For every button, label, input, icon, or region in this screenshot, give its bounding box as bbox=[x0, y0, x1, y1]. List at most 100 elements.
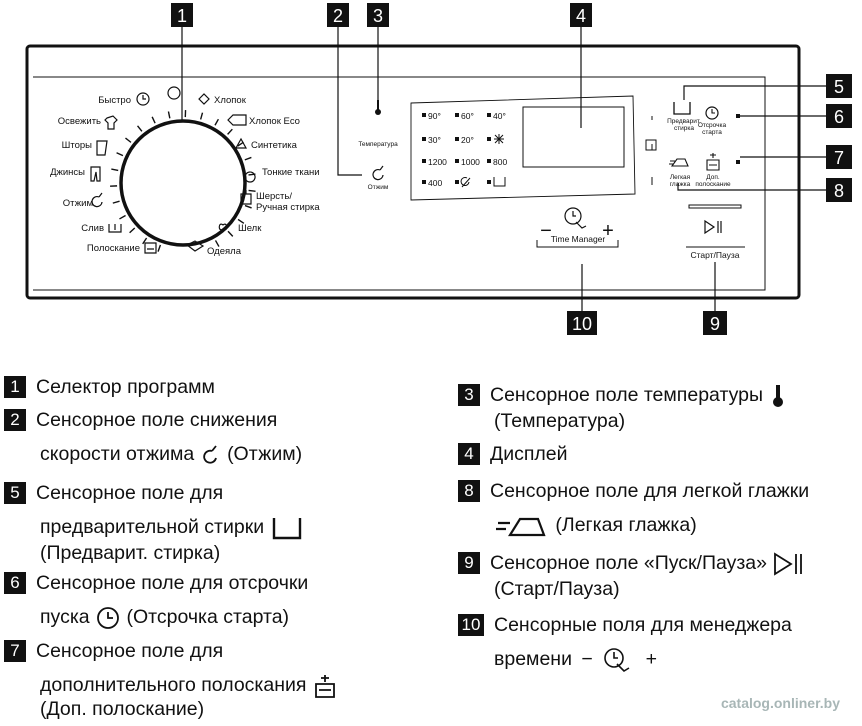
svg-text:9: 9 bbox=[710, 314, 720, 334]
svg-text:4: 4 bbox=[576, 6, 586, 26]
prewash-icon bbox=[270, 515, 304, 541]
svg-text:400: 400 bbox=[428, 178, 442, 188]
svg-text:Time Manager: Time Manager bbox=[551, 234, 606, 244]
dial-tick bbox=[130, 228, 135, 233]
jeans-icon bbox=[91, 167, 100, 181]
dial-tick bbox=[138, 126, 142, 131]
thermometer-icon bbox=[768, 383, 788, 409]
cotton-icon bbox=[199, 94, 209, 104]
svg-text:Отсрочка: Отсрочка bbox=[698, 122, 727, 129]
dial-tick bbox=[245, 206, 252, 208]
rinse-hold-icon bbox=[494, 177, 505, 186]
dial-tick bbox=[249, 190, 256, 191]
control-panel-diagram: 1 2 3 4 5 6 7 8 9 10 bbox=[0, 0, 862, 345]
cold-icon bbox=[494, 134, 504, 144]
curtains-icon bbox=[97, 141, 107, 155]
callout-4: 4 bbox=[570, 3, 592, 27]
delay-start-button[interactable]: Отсрочка старта bbox=[698, 107, 727, 136]
start-pause-icon bbox=[772, 550, 806, 578]
svg-text:6: 6 bbox=[834, 107, 844, 127]
program-selector-dial[interactable] bbox=[110, 87, 255, 252]
program-label: Синтетика bbox=[251, 140, 298, 151]
spin-button[interactable]: Отжим bbox=[368, 166, 389, 191]
program-label: Полоскание bbox=[87, 243, 140, 254]
child-lock-icon bbox=[646, 140, 656, 150]
svg-text:полоскание: полоскание bbox=[695, 181, 731, 188]
program-label: Хлопок bbox=[214, 95, 247, 106]
time-minus-symbol: − bbox=[581, 648, 592, 670]
svg-text:Легкая: Легкая bbox=[670, 174, 691, 181]
refresh-shirt-icon bbox=[105, 116, 117, 129]
svg-text:40°: 40° bbox=[493, 111, 506, 121]
display bbox=[523, 107, 624, 167]
program-label: Джинсы bbox=[50, 167, 85, 178]
callout-5: 5 bbox=[826, 74, 852, 98]
svg-text:20°: 20° bbox=[461, 135, 474, 145]
easy-iron-button[interactable]: Легкая глажка bbox=[669, 159, 691, 188]
delay-indicator bbox=[736, 114, 740, 118]
dial-tick bbox=[245, 157, 252, 159]
dial-tick bbox=[119, 215, 125, 218]
svg-text:Доп.: Доп. bbox=[706, 174, 720, 181]
callout-8: 8 bbox=[826, 178, 852, 202]
svg-text:90°: 90° bbox=[428, 111, 441, 121]
svg-text:Старт/Пауза: Старт/Пауза bbox=[690, 250, 739, 260]
program-label: Одеяла bbox=[207, 246, 242, 257]
program-label: Ручная стирка bbox=[256, 202, 320, 213]
svg-text:3: 3 bbox=[373, 6, 383, 26]
dial-tick bbox=[111, 169, 118, 170]
dial-tick bbox=[228, 231, 233, 236]
extra-rinse-icon bbox=[312, 673, 338, 699]
program-label: Отжим bbox=[63, 198, 93, 209]
svg-text:800: 800 bbox=[493, 157, 507, 167]
svg-text:8: 8 bbox=[834, 181, 844, 201]
program-label: Слив bbox=[81, 223, 104, 234]
quick-clock-icon bbox=[137, 93, 149, 105]
svg-text:Предварит.: Предварит. bbox=[667, 118, 701, 125]
spin-icon bbox=[92, 193, 102, 207]
svg-text:стирка: стирка bbox=[674, 125, 694, 132]
dial-tick bbox=[168, 111, 169, 118]
dial-tick bbox=[113, 201, 120, 203]
dial-tick bbox=[201, 113, 203, 120]
watermark: catalog.onliner.by bbox=[721, 695, 840, 711]
svg-text:старта: старта bbox=[702, 129, 722, 136]
callout-7: 7 bbox=[826, 145, 852, 169]
svg-text:Температура: Температура bbox=[358, 141, 398, 148]
svg-text:2: 2 bbox=[333, 6, 343, 26]
temperature-button[interactable]: Температура bbox=[358, 100, 398, 148]
dial-off-indicator bbox=[168, 87, 180, 99]
rinse-icon bbox=[145, 243, 156, 253]
extra-rinse-indicator bbox=[736, 160, 740, 164]
svg-text:5: 5 bbox=[834, 77, 844, 97]
program-label: Шерсть/ bbox=[256, 191, 292, 202]
time-manager-buttons[interactable]: − + Time Manager bbox=[537, 208, 618, 247]
dial-tick bbox=[158, 245, 160, 252]
program-label: Освежить bbox=[58, 116, 101, 127]
svg-text:30°: 30° bbox=[428, 135, 441, 145]
program-label: Шторы bbox=[62, 140, 93, 151]
svg-text:60°: 60° bbox=[461, 111, 474, 121]
drain-icon bbox=[109, 224, 121, 232]
dial-tick bbox=[125, 138, 131, 142]
start-pause-button[interactable]: Старт/Пауза bbox=[686, 221, 745, 260]
spin-icon bbox=[200, 444, 222, 466]
dial-tick bbox=[152, 117, 155, 123]
prewash-button[interactable]: Предварит. стирка bbox=[667, 102, 701, 132]
time-manager-icon bbox=[602, 646, 636, 674]
delay-start-icon bbox=[95, 605, 121, 631]
callout-1: 1 bbox=[171, 3, 193, 27]
options-cluster: Предварит. стирка Отсрочка старта Легкая… bbox=[646, 102, 740, 188]
svg-text:Отжим: Отжим bbox=[368, 184, 389, 191]
extra-rinse-button[interactable]: Доп. полоскание bbox=[695, 153, 731, 188]
svg-text:глажка: глажка bbox=[670, 181, 691, 188]
dial-tick bbox=[215, 119, 218, 125]
svg-text:7: 7 bbox=[834, 148, 844, 168]
callout-10: 10 bbox=[567, 311, 597, 335]
